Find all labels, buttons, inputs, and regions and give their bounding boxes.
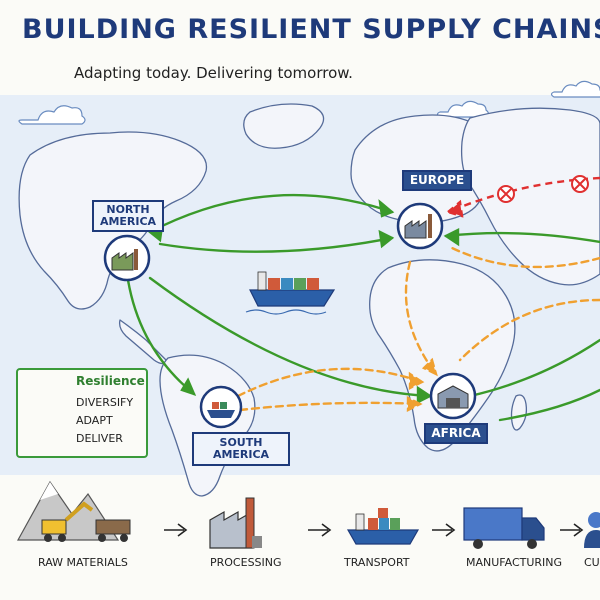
factory-icon xyxy=(396,202,444,250)
resilience-item: ADAPT xyxy=(76,414,113,427)
step-label-manufacturing: MANUFACTURING xyxy=(466,556,563,569)
africa-shape xyxy=(369,259,516,452)
region-label-europe: EUROPE xyxy=(402,170,472,192)
madagascar-shape xyxy=(510,394,528,431)
resilience-item: DIVERSIFY xyxy=(76,396,134,409)
step-label-raw-materials: RAW MATERIALS xyxy=(38,556,128,569)
blocked-x-icon xyxy=(497,185,515,203)
ship-icon xyxy=(199,385,243,429)
warehouse-icon xyxy=(429,372,477,420)
route-na-south-america xyxy=(126,278,196,396)
step-label-processing: PROCESSING xyxy=(210,556,282,569)
route-asia-africa xyxy=(468,338,600,398)
factory-icon xyxy=(209,497,262,549)
arrow-right-icon xyxy=(164,523,584,537)
route-asia-africa-south xyxy=(498,388,600,422)
route-south-america-africa-lower xyxy=(238,401,422,412)
cloud-icon xyxy=(18,105,86,125)
route-na-europe-upper xyxy=(148,193,394,234)
region-label-south-america: SOUTH AMERICA xyxy=(192,432,290,467)
page-subtitle: Adapting today. Delivering tomorrow. xyxy=(74,64,353,82)
excavator-icon xyxy=(41,501,131,542)
resilience-panel: Resilience DIVERSIFY ADAPT DELIVER xyxy=(16,368,148,458)
step-label-transport: TRANSPORT xyxy=(344,556,410,569)
truck-icon xyxy=(463,507,545,549)
resilience-item: DELIVER xyxy=(76,432,123,445)
resilience-title: Resilience xyxy=(76,374,145,388)
route-asia-africa-dashed xyxy=(458,298,600,362)
step-label-customer: CU xyxy=(584,556,600,569)
factory-icon xyxy=(103,234,151,282)
customer-icon xyxy=(584,512,600,548)
route-europe-africa xyxy=(404,260,438,376)
greenland-shape xyxy=(243,103,325,149)
route-asia-europe xyxy=(444,231,600,244)
page-title: BUILDING RESILIENT SUPPLY CHAINS xyxy=(22,14,600,45)
route-south-america-africa xyxy=(236,367,424,398)
route-na-europe-lower xyxy=(158,236,394,253)
route-na-africa xyxy=(148,276,432,398)
ship-icon xyxy=(346,508,420,545)
cloud-icon xyxy=(436,80,600,118)
region-label-north-america: NORTH AMERICA xyxy=(92,200,164,233)
region-label-africa: AFRICA xyxy=(424,423,488,445)
route-asia-europe-dashed xyxy=(450,246,600,269)
ship-icon xyxy=(245,271,336,315)
blocked-x-icon xyxy=(571,175,589,193)
